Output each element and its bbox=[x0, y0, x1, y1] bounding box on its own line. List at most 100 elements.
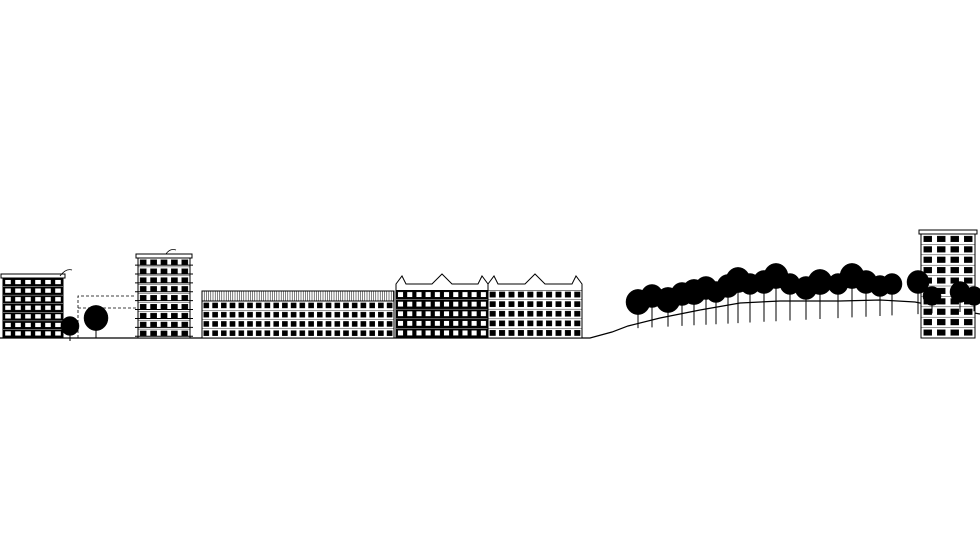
facade bbox=[2, 277, 64, 339]
window bbox=[317, 302, 323, 309]
window bbox=[229, 311, 236, 318]
window bbox=[290, 330, 297, 336]
window bbox=[203, 311, 210, 318]
window bbox=[937, 277, 946, 284]
window bbox=[386, 302, 393, 309]
window bbox=[150, 277, 157, 283]
window bbox=[139, 321, 147, 328]
window bbox=[546, 301, 553, 308]
window bbox=[150, 286, 157, 292]
window bbox=[54, 313, 62, 319]
window bbox=[360, 330, 367, 336]
window bbox=[171, 321, 178, 328]
window bbox=[471, 320, 478, 327]
window bbox=[24, 322, 32, 328]
window bbox=[923, 256, 933, 263]
window bbox=[480, 330, 487, 336]
window bbox=[360, 321, 367, 327]
window bbox=[574, 330, 581, 336]
window bbox=[171, 268, 178, 274]
tree bbox=[964, 286, 980, 312]
window bbox=[14, 330, 22, 337]
window bbox=[203, 321, 210, 327]
window bbox=[24, 305, 32, 311]
window bbox=[964, 246, 973, 253]
window bbox=[317, 311, 323, 318]
window bbox=[386, 330, 393, 336]
window bbox=[937, 235, 946, 243]
window bbox=[536, 291, 543, 298]
window bbox=[4, 279, 12, 285]
window bbox=[923, 267, 933, 274]
window bbox=[14, 305, 22, 311]
window bbox=[247, 321, 253, 327]
window bbox=[44, 330, 52, 337]
window bbox=[937, 267, 946, 274]
window bbox=[24, 279, 32, 285]
window bbox=[434, 291, 441, 298]
window bbox=[517, 330, 524, 336]
window bbox=[462, 320, 468, 327]
window bbox=[229, 330, 236, 336]
window bbox=[950, 308, 960, 315]
window bbox=[203, 330, 210, 336]
window bbox=[964, 235, 973, 243]
window bbox=[273, 321, 280, 327]
window bbox=[406, 310, 413, 317]
window bbox=[574, 291, 581, 298]
window bbox=[44, 305, 52, 311]
window bbox=[334, 321, 341, 327]
window bbox=[499, 291, 506, 298]
window bbox=[4, 313, 12, 319]
window bbox=[212, 321, 218, 327]
window bbox=[273, 330, 280, 336]
window bbox=[325, 311, 332, 318]
window bbox=[480, 301, 487, 308]
window bbox=[203, 302, 210, 309]
tree bbox=[906, 270, 930, 315]
window bbox=[14, 322, 22, 328]
tree bbox=[60, 316, 80, 341]
window bbox=[54, 296, 62, 302]
tree bbox=[881, 273, 903, 316]
window bbox=[564, 320, 571, 327]
window bbox=[247, 330, 253, 336]
window bbox=[499, 301, 506, 308]
window bbox=[4, 288, 12, 294]
window bbox=[139, 259, 147, 265]
window bbox=[34, 330, 42, 337]
antenna-left bbox=[59, 269, 73, 277]
window bbox=[44, 288, 52, 294]
roof bbox=[918, 229, 978, 235]
window bbox=[44, 322, 52, 328]
window bbox=[499, 310, 506, 317]
window bbox=[950, 235, 960, 243]
window bbox=[462, 301, 468, 308]
window bbox=[160, 268, 168, 274]
window bbox=[378, 302, 384, 309]
window bbox=[964, 277, 973, 284]
tree bbox=[779, 273, 801, 321]
window bbox=[378, 311, 384, 318]
window bbox=[238, 321, 245, 327]
window bbox=[34, 279, 42, 285]
window bbox=[369, 321, 376, 327]
window bbox=[527, 301, 534, 308]
window bbox=[34, 288, 42, 294]
window bbox=[212, 330, 218, 336]
window bbox=[937, 308, 946, 315]
window bbox=[923, 308, 933, 315]
window bbox=[416, 301, 422, 308]
window bbox=[181, 268, 189, 274]
window bbox=[238, 330, 245, 336]
window bbox=[369, 311, 376, 318]
window bbox=[564, 310, 571, 317]
roof bbox=[0, 273, 66, 279]
window bbox=[950, 256, 960, 263]
window bbox=[14, 313, 22, 319]
window bbox=[181, 286, 189, 292]
window bbox=[406, 301, 413, 308]
window bbox=[555, 330, 562, 336]
tree bbox=[83, 305, 109, 338]
window bbox=[416, 320, 422, 327]
